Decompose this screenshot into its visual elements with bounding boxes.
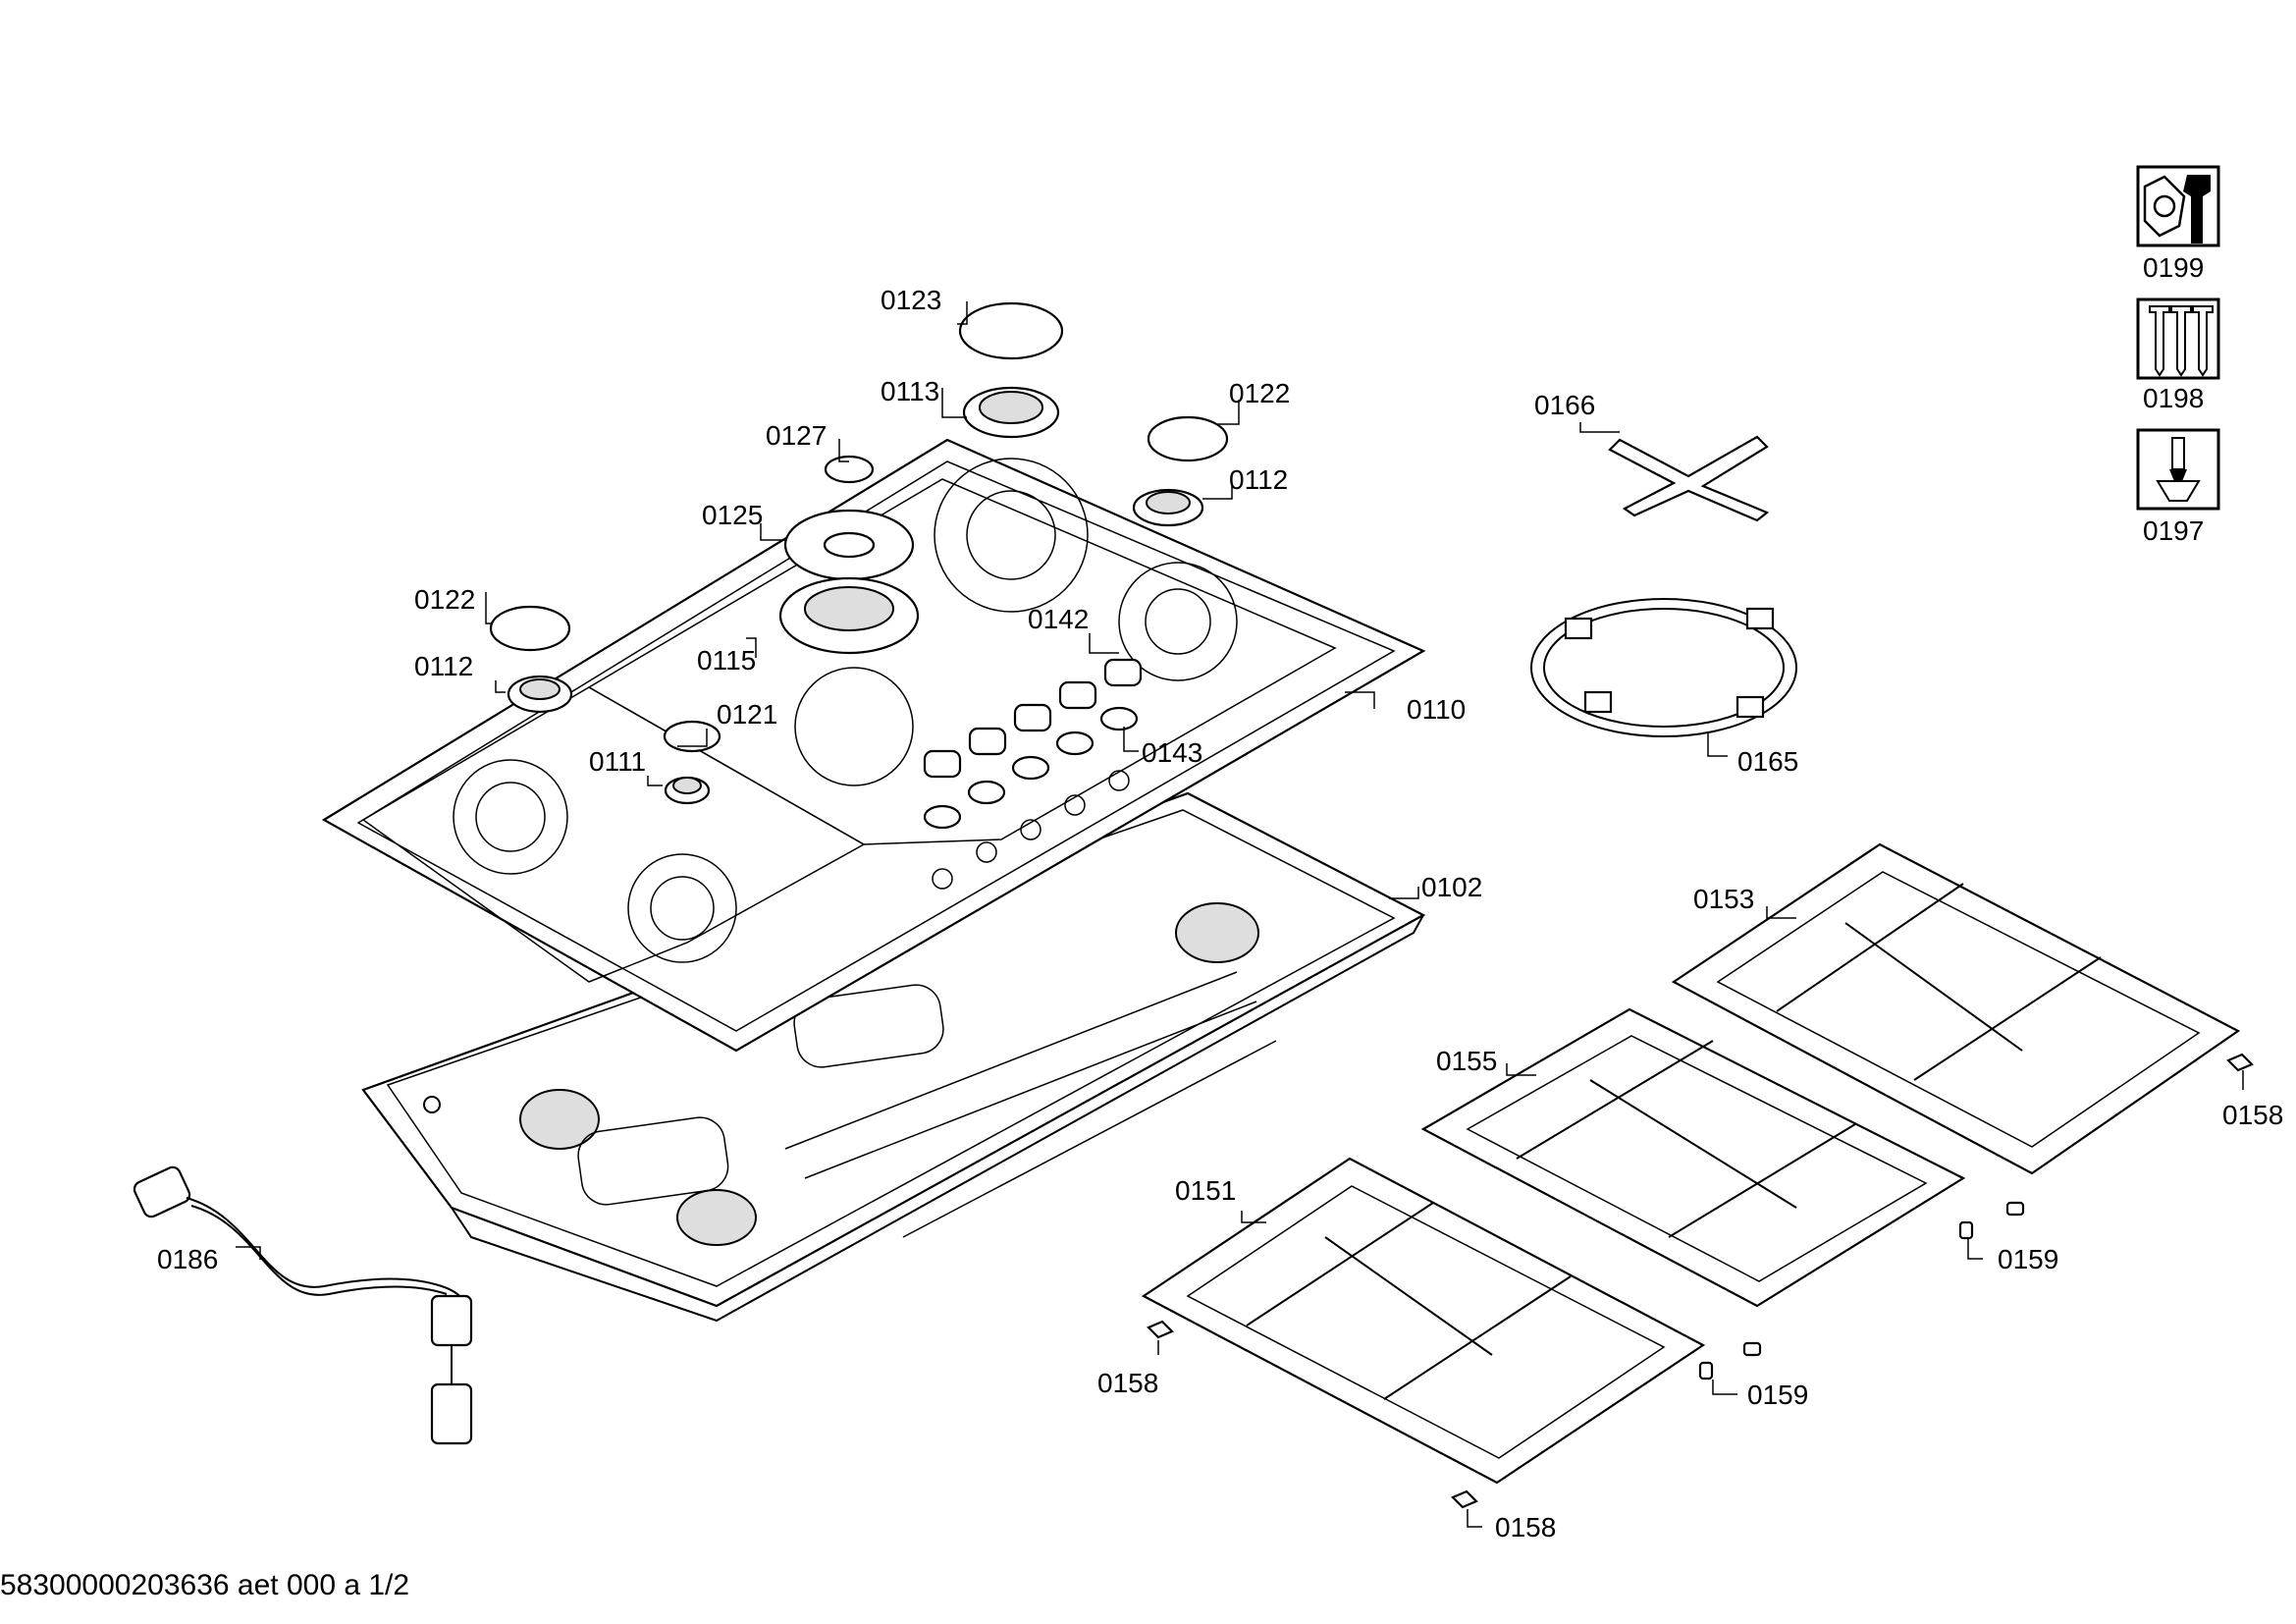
- label-0158: 0158: [2222, 1100, 2283, 1130]
- label-0197: 0197: [2143, 515, 2204, 546]
- pan-supports: [1141, 842, 2254, 1509]
- label-0122: 0122: [1229, 378, 1290, 408]
- label-0122: 0122: [414, 584, 475, 615]
- wok-supports: [1530, 435, 1797, 737]
- label-0112: 0112: [414, 651, 473, 681]
- label-0127: 0127: [766, 420, 827, 451]
- label-0159: 0159: [1998, 1244, 2058, 1274]
- label-0112: 0112: [1229, 464, 1288, 495]
- power-cable: [133, 1165, 473, 1445]
- label-0110: 0110: [1407, 694, 1466, 725]
- label-0165: 0165: [1737, 746, 1798, 777]
- label-0115: 0115: [697, 645, 756, 676]
- label-0111: 0111: [589, 746, 646, 777]
- label-0155: 0155: [1436, 1046, 1497, 1076]
- label-0102: 0102: [1421, 872, 1482, 902]
- label-0199: 0199: [2143, 252, 2204, 283]
- label-0113: 0113: [881, 376, 939, 406]
- nut-wrench-icon: [2136, 165, 2220, 247]
- label-0186: 0186: [157, 1244, 218, 1274]
- screwdriver-icon: [2136, 428, 2220, 511]
- label-0151: 0151: [1175, 1175, 1236, 1206]
- part-labels: 0123 0113 0122 0127 0112 0125 0122 0142 …: [157, 252, 2283, 1543]
- document-reference: 58300000203636 aet 000 a 1/2: [0, 1569, 410, 1601]
- label-0121: 0121: [717, 699, 777, 730]
- screws-icon: [2136, 298, 2220, 380]
- label-0159: 0159: [1747, 1380, 1808, 1410]
- label-0142: 0142: [1028, 604, 1089, 634]
- label-0143: 0143: [1142, 737, 1202, 768]
- label-0158: 0158: [1097, 1368, 1158, 1398]
- label-0166: 0166: [1534, 390, 1595, 420]
- hob-tray: [361, 791, 1426, 1323]
- leader-lines: [236, 301, 2244, 1528]
- label-0198: 0198: [2143, 383, 2204, 413]
- label-0153: 0153: [1693, 884, 1754, 914]
- label-0158: 0158: [1495, 1512, 1556, 1543]
- cooktop-plate: [321, 438, 1426, 1053]
- burner-parts: [489, 301, 1229, 830]
- label-0125: 0125: [702, 500, 763, 530]
- label-0123: 0123: [881, 285, 941, 315]
